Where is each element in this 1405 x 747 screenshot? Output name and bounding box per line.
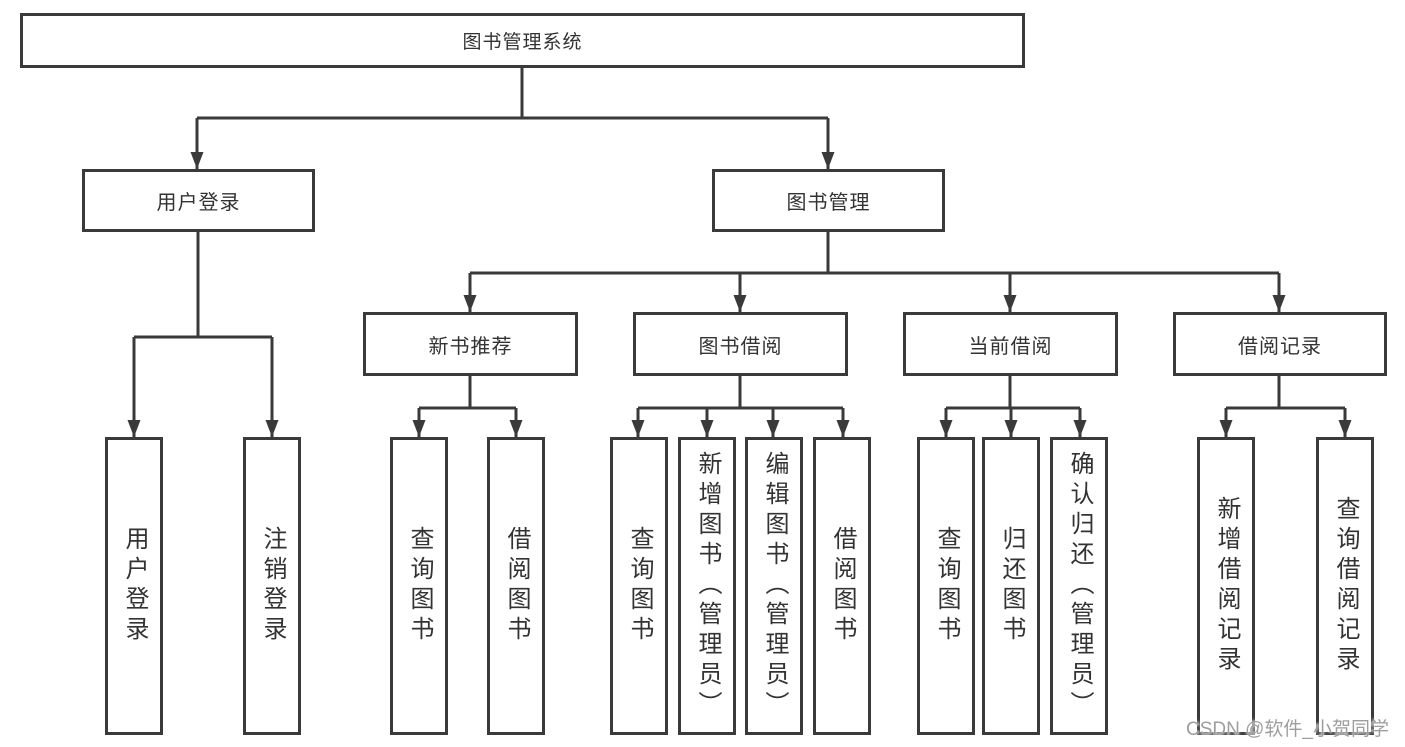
node-borrow-records: 借阅记录: [1173, 312, 1387, 376]
connector-book-mgmt-to-level3: [463, 232, 1286, 312]
leaf-newbook-query-books: 查询图书: [390, 437, 448, 735]
connector-book-borrow-to-leaves: [631, 376, 850, 437]
leaf-label: 归还图书: [998, 526, 1025, 646]
node-label: 图书借阅: [698, 335, 783, 358]
leaf-label: 查询图书: [933, 526, 960, 646]
leaf-newbook-borrow-books: 借阅图书: [487, 437, 545, 735]
leaf-records-add-record: 新增借阅记录: [1197, 437, 1255, 735]
node-label: 当前借阅: [968, 335, 1053, 358]
connector-new-book-to-leaves: [412, 376, 523, 437]
leaf-logout: 注销登录: [243, 437, 301, 735]
leaf-label: 确认归还（管理员）: [1066, 451, 1093, 721]
leaf-label: 借阅图书: [829, 526, 856, 646]
node-book-management: 图书管理: [712, 169, 945, 232]
node-label: 用户登录: [156, 192, 241, 214]
leaf-borrow-add-books-admin: 新增图书（管理员）: [678, 437, 736, 735]
leaf-current-confirm-return-admin: 确认归还（管理员）: [1050, 437, 1108, 735]
leaf-borrow-edit-books-admin: 编辑图书（管理员）: [745, 437, 803, 735]
connector-root-to-level2: [190, 68, 835, 169]
node-label: 新书推荐: [428, 335, 513, 358]
leaf-current-query-books: 查询图书: [917, 437, 975, 735]
leaf-label: 借阅图书: [503, 526, 530, 646]
node-current-borrow: 当前借阅: [903, 312, 1118, 376]
node-book-borrow: 图书借阅: [633, 312, 848, 376]
leaf-label: 查询图书: [626, 526, 653, 646]
node-label: 借阅记录: [1238, 335, 1322, 358]
leaf-label: 新增借阅记录: [1213, 496, 1240, 676]
leaf-label: 查询借阅记录: [1332, 496, 1359, 676]
leaf-label: 查询图书: [406, 526, 433, 646]
leaf-records-query-record: 查询借阅记录: [1316, 437, 1374, 735]
leaf-label: 新增图书（管理员）: [694, 451, 721, 721]
leaf-label: 注销登录: [259, 526, 286, 646]
connector-records-to-leaves: [1219, 376, 1352, 437]
connector-user-login-to-leaves: [127, 232, 279, 437]
leaf-label: 用户登录: [121, 526, 148, 646]
leaf-current-return-books: 归还图书: [982, 437, 1040, 735]
node-user-login: 用户登录: [82, 169, 315, 232]
connector-current-borrow-to-leaves: [939, 376, 1087, 437]
leaf-borrow-query-books: 查询图书: [610, 437, 668, 735]
node-label: 图书管理: [786, 192, 871, 214]
node-label: 图书管理系统: [462, 32, 583, 53]
leaf-borrow-borrow-books: 借阅图书: [813, 437, 871, 735]
node-new-book-recommend: 新书推荐: [363, 312, 578, 376]
csdn-watermark: CSDN @软件_小贺同学: [1186, 719, 1389, 740]
leaf-user-login: 用户登录: [105, 437, 163, 735]
leaf-label: 编辑图书（管理员）: [761, 451, 788, 721]
node-library-system-root: 图书管理系统: [20, 13, 1025, 68]
